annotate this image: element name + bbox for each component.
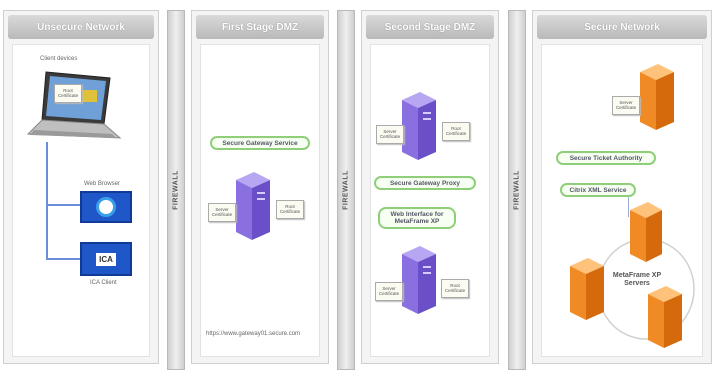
ica-icon-text: ICA: [96, 252, 116, 266]
server-icon: [648, 286, 682, 348]
server-icon: [402, 246, 436, 314]
firewall-1: FIREWALL: [167, 10, 185, 370]
web-interface-label: Web Interface for MetaFrame XP: [378, 207, 456, 229]
zone-unsecure-network: Unsecure Network: [3, 10, 159, 364]
gateway-url: https://www.gateway01.secure.com: [206, 331, 301, 337]
zone-title: Second Stage DMZ: [366, 15, 494, 39]
metaframe-servers-label: MetaFrame XP Servers: [612, 272, 662, 287]
firewall-label: FIREWALL: [342, 170, 350, 210]
connector-line: [46, 258, 80, 260]
laptop-icon: [26, 71, 122, 139]
connector-line: [628, 197, 629, 217]
root-certificate-proxy: Root Certificate: [442, 122, 470, 141]
root-certificate-client: Root Certificate: [54, 84, 82, 103]
firewall-3: FIREWALL: [508, 10, 526, 370]
connector-line: [46, 142, 48, 260]
internet-explorer-icon: [96, 197, 116, 217]
server-certificate-dmz1: Server Certificate: [208, 203, 236, 222]
secure-ticket-authority-label: Secure Ticket Authority: [556, 151, 656, 165]
web-browser-icon[interactable]: [80, 191, 132, 223]
zone-title: Unsecure Network: [8, 15, 154, 39]
citrix-xml-service-label: Citrix XML Service: [560, 183, 636, 197]
server-icon: [402, 92, 436, 160]
secure-gateway-proxy-label: Secure Gateway Proxy: [374, 176, 476, 190]
ica-client-label: ICA Client: [90, 280, 117, 286]
server-certificate-wi: Server Certificate: [375, 282, 403, 301]
server-certificate-proxy: Server Certificate: [376, 125, 404, 144]
ica-client-icon[interactable]: ICA: [80, 242, 132, 276]
secure-gateway-service-label: Secure Gateway Service: [210, 136, 310, 150]
server-icon: [236, 172, 270, 240]
connector-line: [46, 204, 80, 206]
root-certificate-dmz1: Root Certificate: [276, 200, 304, 219]
client-devices-label: Client devices: [40, 56, 78, 62]
root-certificate-wi: Root Certificate: [441, 279, 469, 298]
firewall-2: FIREWALL: [337, 10, 355, 370]
server-icon: [570, 258, 604, 320]
server-icon: [630, 202, 662, 262]
firewall-label: FIREWALL: [172, 170, 180, 210]
firewall-label: FIREWALL: [513, 170, 521, 210]
web-browser-label: Web Browser: [84, 181, 120, 187]
zone-title: Secure Network: [537, 15, 707, 39]
server-icon: [640, 64, 674, 130]
server-certificate-sta: Server Certificate: [612, 96, 640, 115]
zone-title: First Stage DMZ: [196, 15, 324, 39]
